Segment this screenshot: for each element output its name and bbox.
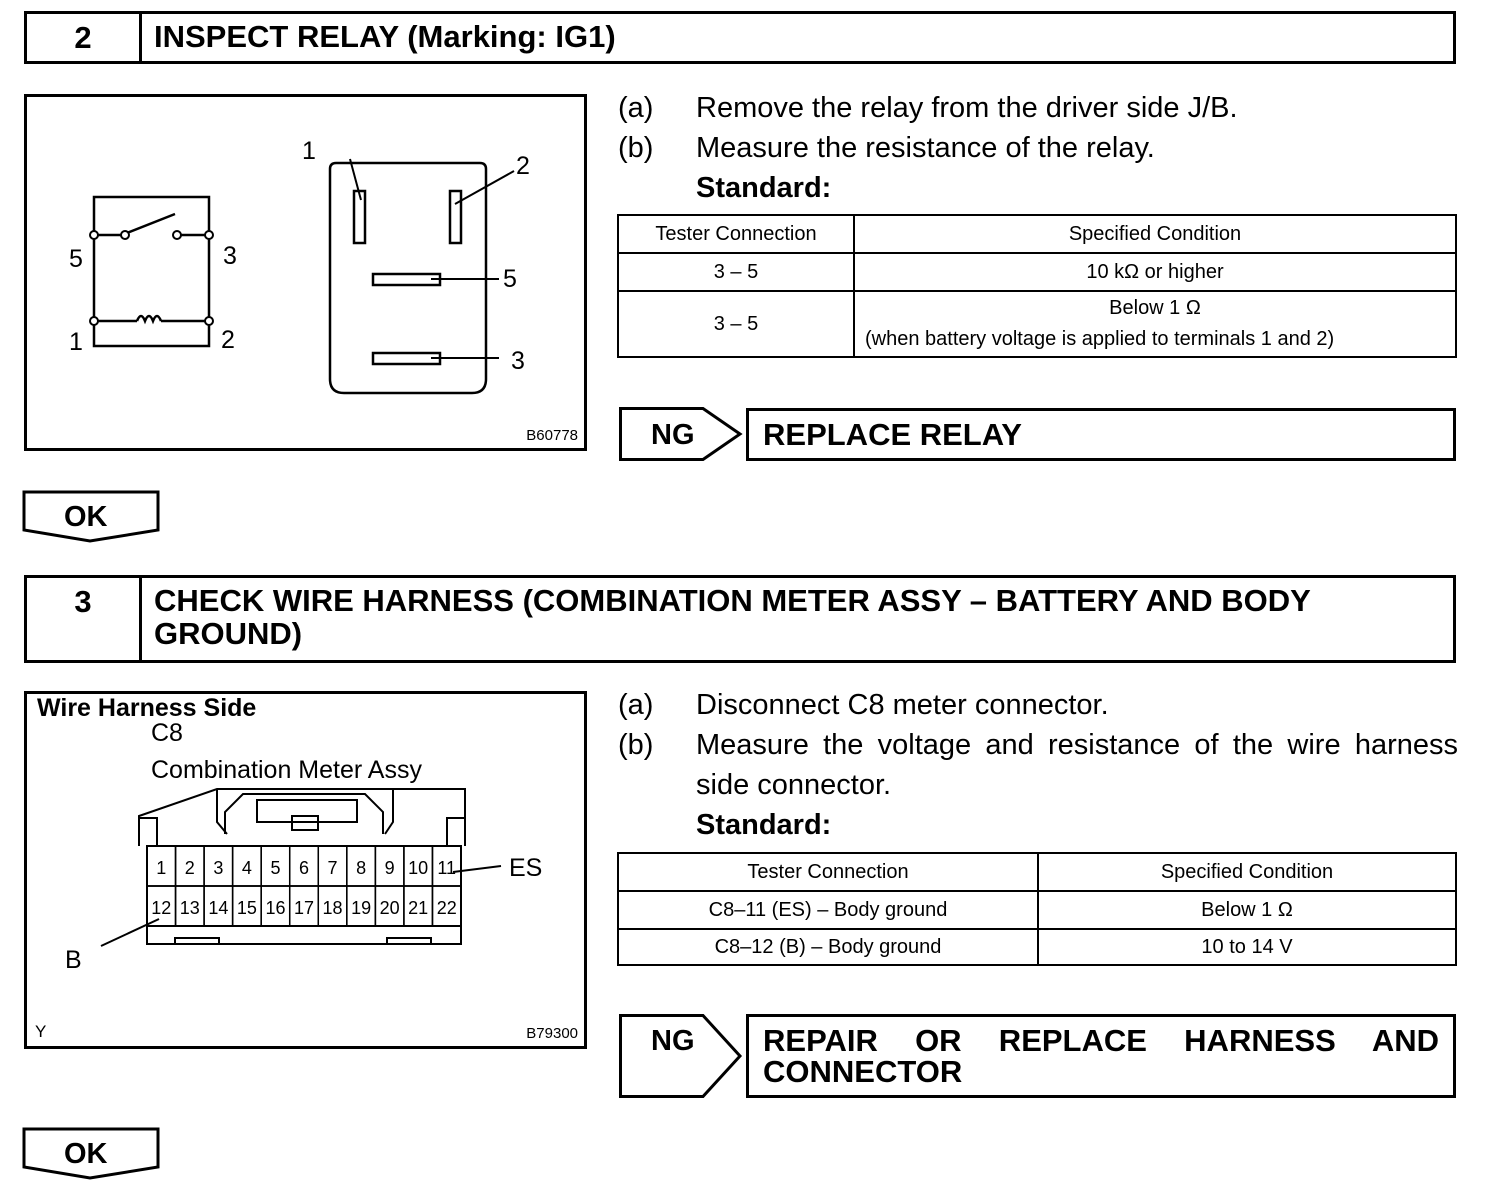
connector-figure: Wire Harness Side C8 Combination Meter A… — [24, 691, 587, 1049]
pin-number: 5 — [270, 858, 280, 878]
instruction-item: (b) Measure the resistance of the relay. — [618, 128, 1458, 168]
ng-result: REPLACE RELAY — [746, 408, 1456, 461]
pin-number: 4 — [242, 858, 252, 878]
schematic-terminal-label: 2 — [221, 326, 235, 354]
ok-label: OK — [64, 501, 108, 533]
relay-terminal-label: 1 — [302, 137, 316, 165]
pin-number: 22 — [437, 898, 457, 918]
ok-arrow: OK — [22, 490, 160, 543]
pin-number: 7 — [328, 858, 338, 878]
instruction-text: Measure the voltage and resistance of th… — [696, 729, 1458, 801]
pin-number: 17 — [294, 898, 314, 918]
pin-number: 16 — [265, 898, 285, 918]
relay-terminal-label: 5 — [503, 265, 517, 293]
pin-number: 1 — [156, 858, 166, 878]
ok-label: OK — [64, 1138, 108, 1170]
pin-number: 9 — [385, 858, 395, 878]
pin-number: 2 — [185, 858, 195, 878]
specified-condition: 10 to 14 V — [1037, 928, 1457, 966]
tester-connection: C8–12 (B) – Body ground — [617, 928, 1039, 966]
standard-label: Standard: — [696, 809, 832, 841]
schematic-terminal-label: 1 — [69, 328, 83, 356]
step-number: 3 — [27, 578, 142, 660]
instruction-label: (a) — [618, 689, 654, 721]
connector-name: Combination Meter Assy — [151, 756, 422, 784]
table-row: C8–12 (B) – Body ground 10 to 14 V — [617, 928, 1457, 966]
schematic-terminal-label: 5 — [69, 245, 83, 273]
pin-number: 10 — [408, 858, 428, 878]
table-header: Tester Connection — [617, 214, 855, 254]
pin-number: 19 — [351, 898, 371, 918]
ng-label: NG — [651, 1025, 695, 1057]
figure-id: B60778 — [526, 427, 578, 444]
step-2-header: 2 INSPECT RELAY (Marking: IG1) — [24, 11, 1456, 64]
instruction-label: (b) — [618, 132, 654, 164]
ng-result: REPAIR OR REPLACE HARNESS AND CONNECTOR — [746, 1014, 1456, 1098]
instruction-text: Remove the relay from the driver side J/… — [696, 92, 1238, 124]
step-title: INSPECT RELAY (Marking: IG1) — [154, 19, 616, 54]
pin-number: 13 — [180, 898, 200, 918]
pin-number: 6 — [299, 858, 309, 878]
instruction-text: Measure the resistance of the relay. — [696, 132, 1155, 164]
relay-schematic — [92, 195, 211, 348]
pin-number: 18 — [323, 898, 343, 918]
pin-number: 20 — [380, 898, 400, 918]
instruction-text: Disconnect C8 meter connector. — [696, 689, 1109, 721]
specified-condition: Below 1 Ω — [1109, 297, 1201, 319]
corner-mark: Y — [35, 1022, 47, 1041]
table-header: Tester Connection — [617, 852, 1039, 892]
table-row: 3 – 5 10 kΩ or higher — [617, 252, 1457, 292]
figure-id: B79300 — [526, 1025, 578, 1042]
relay-terminal-label: 3 — [511, 347, 525, 375]
table-header: Specified Condition — [1037, 852, 1457, 892]
pin-number: 8 — [356, 858, 366, 878]
pin-label-b: B — [65, 946, 82, 974]
step-2-instructions: (a) Remove the relay from the driver sid… — [618, 88, 1458, 208]
instruction-label: (b) — [618, 729, 654, 761]
instruction-item: (b) Measure the voltage and resistance o… — [618, 725, 1458, 805]
relay-body — [328, 158, 515, 395]
table-header: Specified Condition — [853, 214, 1457, 254]
relay-terminal-label: 2 — [516, 152, 530, 180]
instruction-label: (a) — [618, 92, 654, 124]
ng-label: NG — [651, 419, 695, 451]
figure-heading: Wire Harness Side — [37, 694, 257, 722]
pin-number: 14 — [208, 898, 228, 918]
pin-number: 21 — [408, 898, 428, 918]
ng-tag: NG — [619, 1014, 743, 1098]
step-number: 2 — [27, 14, 142, 61]
pin-number: 12 — [151, 898, 171, 918]
pin-number: 3 — [213, 858, 223, 878]
tester-connection: 3 – 5 — [617, 252, 855, 292]
table-row: C8–11 (ES) – Body ground Below 1 Ω — [617, 890, 1457, 930]
specified-condition: 10 kΩ or higher — [853, 252, 1457, 292]
step-3-header: 3 CHECK WIRE HARNESS (COMBINATION METER … — [24, 575, 1456, 663]
specified-condition-cell: Below 1 Ω (when battery voltage is appli… — [853, 290, 1457, 358]
pin-number: 11 — [437, 858, 456, 878]
specified-condition: Below 1 Ω — [1037, 890, 1457, 930]
instruction-item: (a) Remove the relay from the driver sid… — [618, 88, 1458, 128]
step-3-instructions: (a) Disconnect C8 meter connector. (b) M… — [618, 685, 1458, 845]
relay-figure: 5 3 1 2 1 2 5 3 B60778 — [24, 94, 587, 451]
pin-cell — [431, 885, 462, 927]
pin-label-es: ES — [509, 854, 542, 882]
tester-connection: 3 – 5 — [617, 290, 855, 358]
step-3-spec-table: Tester Connection Specified Condition C8… — [617, 852, 1457, 966]
connector-code: C8 — [151, 719, 183, 747]
instruction-item: (a) Disconnect C8 meter connector. — [618, 685, 1458, 725]
table-row: 3 – 5 Below 1 Ω (when battery voltage is… — [617, 290, 1457, 358]
step-title: CHECK WIRE HARNESS (COMBINATION METER AS… — [154, 583, 1311, 651]
step-2-spec-table: Tester Connection Specified Condition 3 … — [617, 214, 1457, 358]
tester-connection: C8–11 (ES) – Body ground — [617, 890, 1039, 930]
relay-diagram: 5 3 1 2 1 2 5 3 — [69, 137, 530, 395]
condition-note: (when battery voltage is applied to term… — [865, 328, 1335, 350]
pin-number: 15 — [237, 898, 257, 918]
ng-tag: NG — [619, 407, 743, 461]
standard-label: Standard: — [696, 172, 832, 204]
schematic-terminal-label: 3 — [223, 242, 237, 270]
ok-arrow: OK — [22, 1127, 160, 1180]
